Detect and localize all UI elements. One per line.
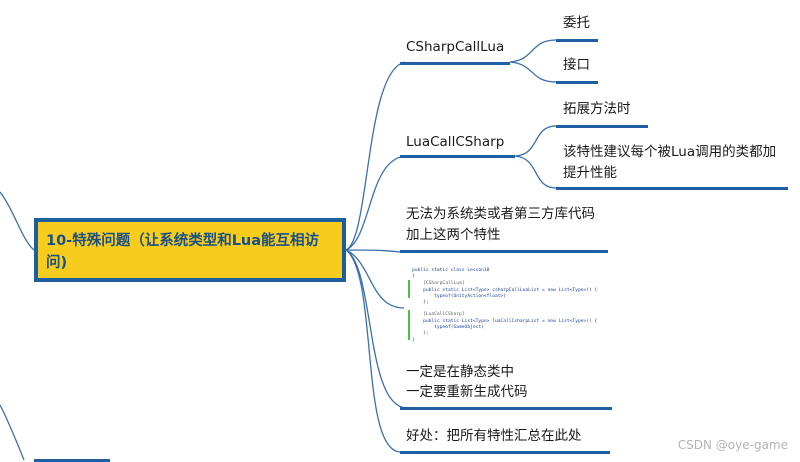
connector-to-code-image	[345, 249, 405, 309]
underline-suggestion	[556, 187, 788, 190]
connector-from-parent-bottom	[0, 404, 25, 461]
node-static-class-line2[interactable]: 一定要重新生成代码	[406, 384, 528, 400]
underline-static-class	[400, 407, 612, 410]
code-line: {	[412, 274, 415, 279]
underline-no-system-class	[400, 250, 608, 253]
code-line: [CSharpCallLua]	[412, 281, 465, 286]
code-line: };	[412, 300, 429, 305]
watermark: CSDN @oye-game	[677, 438, 788, 452]
node-no-system-class-line1[interactable]: 无法为系统类或者第三方库代码	[406, 206, 595, 222]
underline-extension-method	[556, 125, 648, 128]
central-node-title: 10-特殊问题（让系统类型和Lua能互相访问)	[46, 233, 320, 271]
underline-csharpcalllua	[400, 62, 510, 65]
code-image[interactable]: public static class Lesson10 { [CSharpCa…	[406, 264, 606, 350]
connector-to-static-class	[345, 249, 407, 409]
code-line: typeof(UnityAction<float>)	[412, 294, 507, 299]
code-line: [LuaCallCSharp]	[412, 312, 465, 317]
underline-benefit	[400, 451, 610, 454]
node-extension-method[interactable]: 拓展方法时	[563, 101, 631, 117]
node-suggestion-line2[interactable]: 提升性能	[563, 165, 617, 181]
code-line: }	[412, 338, 415, 343]
connector-to-jiekou	[509, 61, 557, 83]
central-node[interactable]: 10-特殊问题（让系统类型和Lua能互相访问)	[34, 218, 346, 282]
node-jiekou[interactable]: 接口	[563, 57, 590, 73]
underline-weituo	[556, 39, 598, 42]
code-line: };	[412, 331, 429, 336]
code-line: public static List<Type> luaCallCsharpLi…	[412, 319, 598, 324]
connector-from-parent-top	[0, 191, 35, 251]
node-no-system-class-line2[interactable]: 加上这两个特性	[406, 227, 501, 243]
underline-luacallcsharp	[400, 155, 515, 158]
node-weituo[interactable]: 委托	[563, 15, 590, 31]
connector-to-benefit	[345, 249, 401, 453]
node-csharpcalllua[interactable]: CSharpCallLua	[406, 39, 505, 55]
code-line: typeof(GameObject)	[412, 325, 484, 330]
node-static-class-line1[interactable]: 一定是在静态类中	[406, 364, 514, 380]
connector-to-luacallcsharp	[345, 155, 406, 251]
code-change-bar-1	[408, 280, 410, 298]
node-luacallcsharp[interactable]: LuaCallCSharp	[406, 134, 505, 150]
node-benefit[interactable]: 好处：把所有特性汇总在此处	[406, 428, 582, 444]
underline-jiekou	[556, 81, 598, 84]
node-suggestion-line1[interactable]: 该特性建议每个被Lua调用的类都加	[563, 144, 777, 160]
connector-to-weituo	[509, 39, 557, 63]
connector-to-suggestion	[514, 155, 557, 189]
code-line: public static class Lesson10	[412, 268, 490, 273]
connector-to-csharpcalllua	[345, 61, 406, 251]
underline-bottom-left	[34, 459, 110, 462]
connector-to-no-system-class	[345, 249, 401, 253]
code-line: public static List<Type> csharpCallLuaLi…	[412, 288, 598, 293]
code-change-bar-2	[408, 310, 410, 340]
connector-to-extension-method	[514, 125, 557, 157]
